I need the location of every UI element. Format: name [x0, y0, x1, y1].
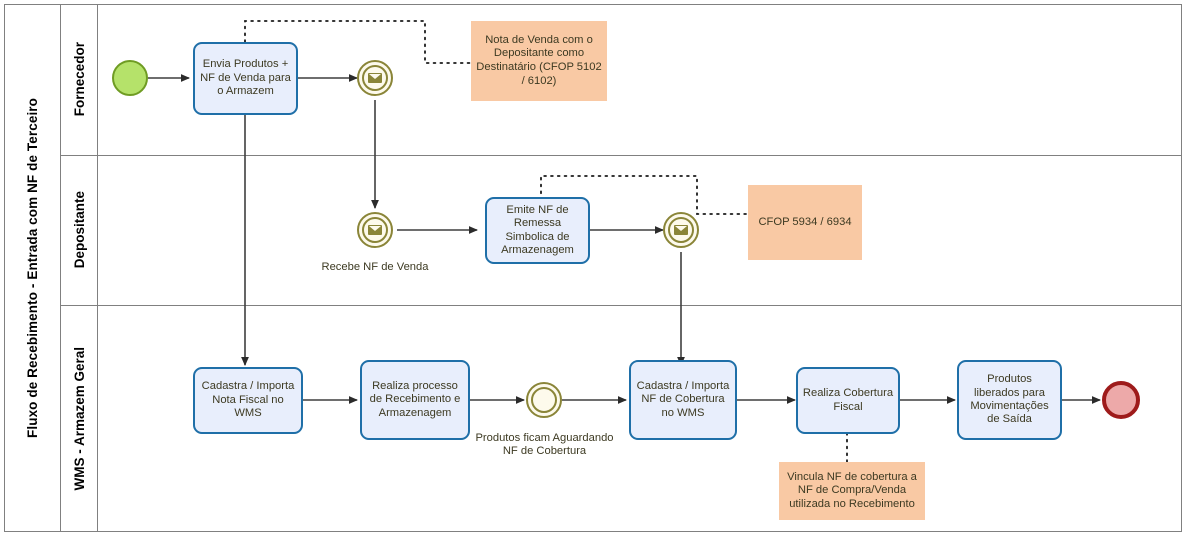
envelope-icon — [368, 73, 382, 83]
message-event-emite-nf[interactable] — [663, 212, 699, 248]
intermediate-event-aguardando-ring — [531, 387, 557, 413]
label-recebe-nf-venda: Recebe NF de Venda — [321, 261, 429, 273]
task-emite-nf-remessa[interactable]: Emite NF de Remessa Simbolica de Armazen… — [485, 197, 590, 264]
lane-separator-1 — [61, 155, 1182, 156]
envelope-icon — [368, 225, 382, 235]
lane-label-fornecedor-text: Fornecedor — [71, 42, 87, 117]
pool-frame — [4, 4, 1182, 532]
label-produtos-aguardando: Produtos ficam Aguardando NF de Cobertur… — [475, 432, 614, 458]
annotation-cfop-remessa: CFOP 5934 / 6934 — [748, 185, 862, 260]
message-event-envia-nf-ring — [362, 65, 388, 91]
task-cadastra-nf-cobertura[interactable]: Cadastra / Importa NF de Cobertura no WM… — [629, 360, 737, 440]
lane-label-wms-text: WMS - Armazem Geral — [71, 346, 87, 491]
message-event-recebe-nf[interactable] — [357, 212, 393, 248]
message-event-emite-nf-ring — [668, 217, 694, 243]
lane-label-depositante: Depositante — [61, 155, 98, 305]
annotation-nota-venda: Nota de Venda com o Depositante como Des… — [471, 21, 607, 101]
lane-label-wms: WMS - Armazem Geral — [61, 305, 98, 532]
end-event[interactable] — [1102, 381, 1140, 419]
task-realiza-cobertura[interactable]: Realiza Cobertura Fiscal — [796, 367, 900, 434]
message-event-recebe-nf-ring — [362, 217, 388, 243]
start-event[interactable] — [112, 60, 148, 96]
pool-title: Fluxo de Recebimento - Entrada com NF de… — [4, 4, 61, 532]
task-realiza-recebimento[interactable]: Realiza processo de Recebimento e Armaze… — [360, 360, 470, 440]
lane-label-fornecedor: Fornecedor — [61, 4, 98, 155]
task-cadastra-nota-fiscal[interactable]: Cadastra / Importa Nota Fiscal no WMS — [193, 367, 303, 434]
task-produtos-liberados[interactable]: Produtos liberados para Movimentações de… — [957, 360, 1062, 440]
lane-separator-2 — [61, 305, 1182, 306]
message-event-envia-nf[interactable] — [357, 60, 393, 96]
pool-title-label: Fluxo de Recebimento - Entrada com NF de… — [24, 98, 40, 438]
envelope-icon — [674, 225, 688, 235]
intermediate-event-aguardando[interactable] — [526, 382, 562, 418]
lane-label-depositante-text: Depositante — [71, 191, 87, 269]
annotation-vincula-nf: Vincula NF de cobertura a NF de Compra/V… — [779, 462, 925, 520]
task-envia-produtos[interactable]: Envia Produtos + NF de Venda para o Arma… — [193, 42, 298, 115]
